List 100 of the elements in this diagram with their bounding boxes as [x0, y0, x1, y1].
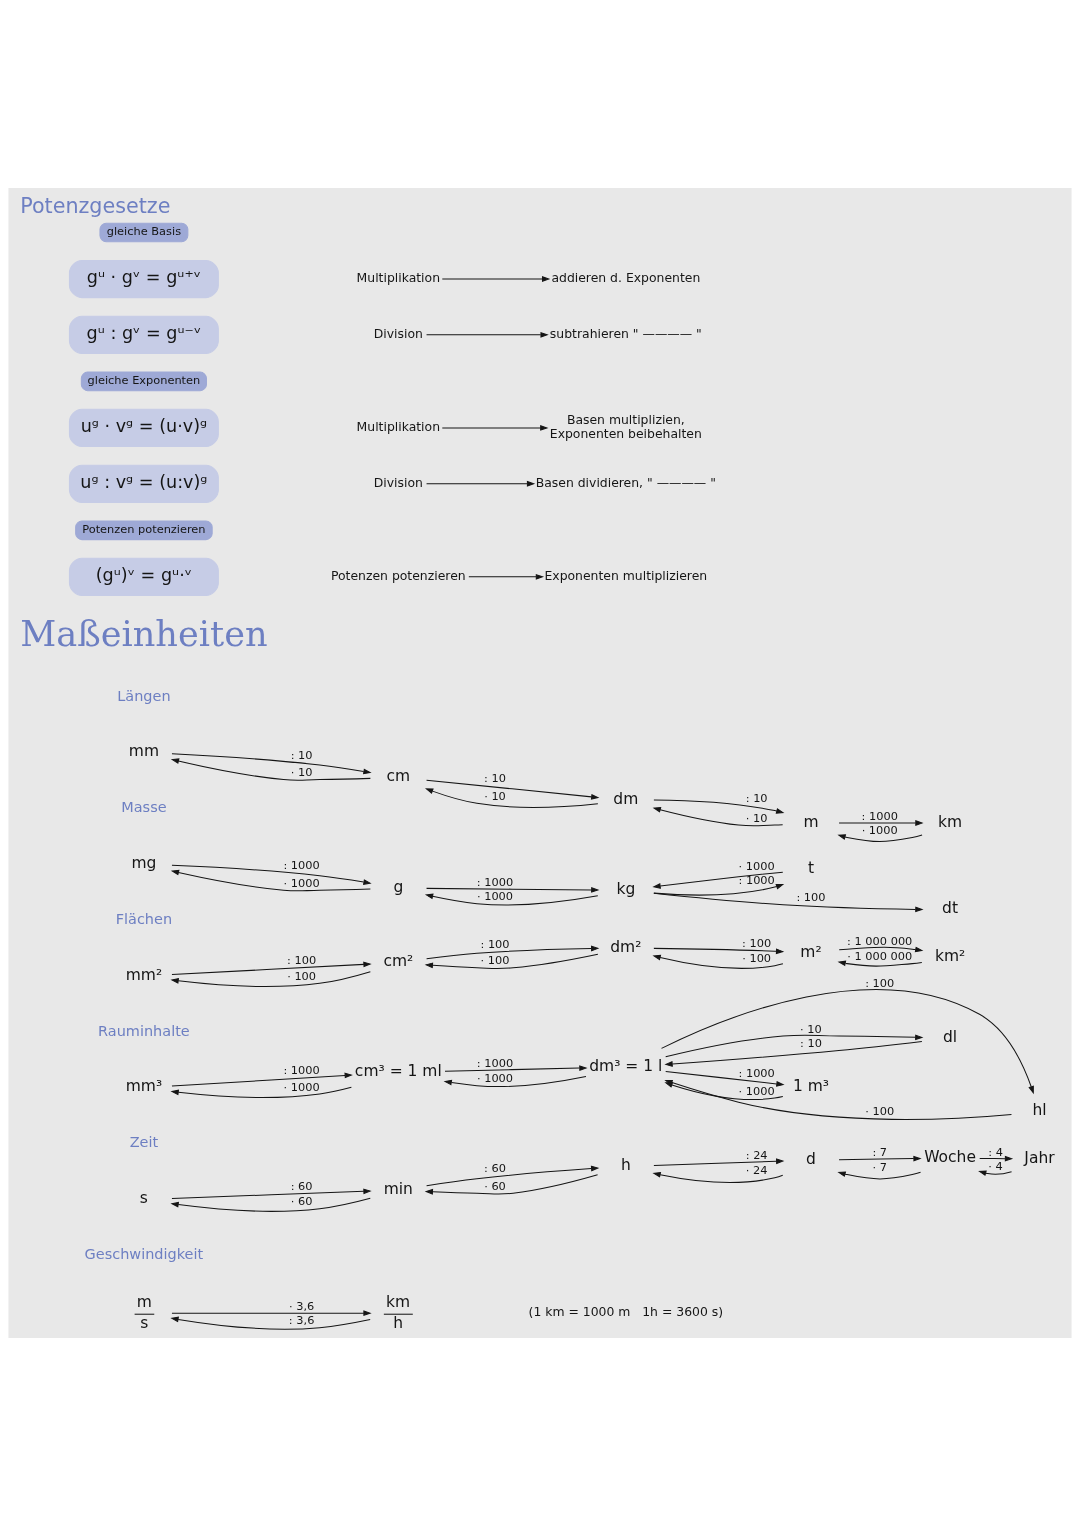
node-text: mg [131, 853, 157, 872]
edge-label: : 1000 [738, 872, 775, 887]
label: Zeit [129, 1134, 159, 1151]
edge-label: · 1000 [738, 859, 775, 874]
label: Maßeinheiten [20, 612, 268, 654]
node-text: cm³ = 1 ml [354, 1061, 442, 1080]
arrow [170, 758, 371, 781]
arrow [665, 1034, 924, 1058]
label: (1 km = 1000 m 1h = 3600 s) [528, 1304, 724, 1320]
arrow [652, 871, 784, 889]
node-text: s [139, 1189, 148, 1208]
edge-label: : 4 [988, 1144, 1003, 1159]
edge-label: : 100 [742, 935, 772, 950]
arrow [652, 806, 784, 827]
arrow [979, 1155, 1014, 1162]
arrow [426, 480, 536, 487]
node-text: dl [942, 1027, 958, 1046]
arrow [426, 945, 600, 960]
edge-label: · 10 [745, 810, 768, 825]
node-text: Jahr [1024, 1148, 1055, 1167]
node-text: mm [128, 742, 160, 761]
node-text: cm [386, 767, 411, 786]
edge-label: : 10 [484, 771, 506, 786]
arrow [444, 1065, 588, 1072]
node-text: g [393, 877, 404, 896]
edge-label: : 7 [872, 1144, 888, 1159]
edge-label: : 10 [800, 1036, 822, 1051]
edge-label: · 1000 [861, 823, 898, 838]
arrow [653, 1158, 785, 1166]
arrow [838, 1155, 922, 1162]
edge-label: : 1000 [283, 858, 320, 873]
edge-label: · 100 [742, 951, 772, 966]
edge-label: : 1 000 000 [847, 933, 913, 948]
node-text: t [807, 859, 814, 878]
node-text: cm² [383, 952, 414, 971]
arrow [443, 1075, 587, 1088]
node-text: kg [616, 879, 636, 898]
edge-label: : 1000 [283, 1063, 320, 1078]
node-text: m [803, 812, 819, 831]
arrow [171, 1188, 372, 1199]
edge-label: · 100 [287, 968, 317, 983]
arrow [170, 971, 371, 987]
node-text: Basen dividieren, " ———— " [535, 474, 716, 490]
edge-label: · 60 [290, 1194, 313, 1209]
arrow [837, 960, 923, 967]
node-text: Exponenten multiplizieren [544, 568, 708, 584]
node-text: Multiplikation [356, 270, 441, 286]
edge-label: · 100 [865, 1104, 895, 1119]
edge-label: : 1000 [476, 874, 514, 889]
node-text: dm² [610, 937, 642, 956]
edge-label: : 3,6 [288, 1313, 315, 1328]
node-text: Multiplikation [356, 419, 441, 435]
edge-label: : 60 [290, 1178, 313, 1193]
label: Rauminhalte [98, 1022, 190, 1039]
label: Flächen [115, 911, 173, 928]
arrow [424, 953, 599, 970]
edge-label: · 100 [480, 953, 510, 968]
arrow [978, 1170, 1013, 1176]
node-text: km h [385, 1292, 410, 1332]
label: Längen [117, 687, 171, 704]
arrow [838, 820, 924, 826]
arrow [441, 276, 551, 282]
arrow [837, 834, 923, 843]
arrow [664, 1040, 923, 1067]
node-text: min [383, 1179, 413, 1198]
node-text: Division [373, 474, 423, 490]
node-text: m s [136, 1292, 152, 1332]
edge-label: · 1000 [283, 875, 320, 890]
edge-label: : 100 [796, 890, 826, 905]
node-box: gleiche Basis [99, 222, 189, 243]
arrow [170, 1197, 371, 1212]
arrow [837, 1171, 922, 1180]
arrow [170, 1086, 352, 1098]
edge-label: · 60 [484, 1178, 506, 1193]
edge-label: · 10 [800, 1021, 822, 1036]
arrow [653, 799, 785, 814]
arrow [652, 954, 784, 969]
node-box: gᵘ : gᵛ = gᵘ⁻ᵛ [68, 315, 219, 354]
arrow [171, 864, 372, 885]
node-text: Woche [924, 1147, 976, 1166]
edge-label: : 10 [745, 791, 768, 806]
edge-label: · 1000 [476, 1071, 514, 1086]
arrow [424, 893, 599, 906]
edge-label: : 100 [480, 936, 510, 951]
label: Geschwindigkeit [84, 1246, 204, 1263]
arrow [170, 869, 371, 892]
node-text: subtrahieren " ———— " [549, 326, 702, 342]
label: Masse [121, 799, 167, 816]
edge-label: · 1000 [283, 1079, 320, 1094]
edge-label: : 100 [865, 976, 895, 991]
edge-label: : 24 [745, 1147, 768, 1162]
arrow [441, 425, 549, 431]
arrow [838, 946, 924, 953]
node-text: mm³ [125, 1077, 163, 1096]
edge-label: · 10 [290, 765, 313, 780]
arrow [424, 1174, 599, 1195]
arrow [171, 753, 372, 775]
edge-label: : 10 [290, 747, 313, 762]
arrow [425, 788, 599, 808]
arrow [653, 892, 924, 913]
